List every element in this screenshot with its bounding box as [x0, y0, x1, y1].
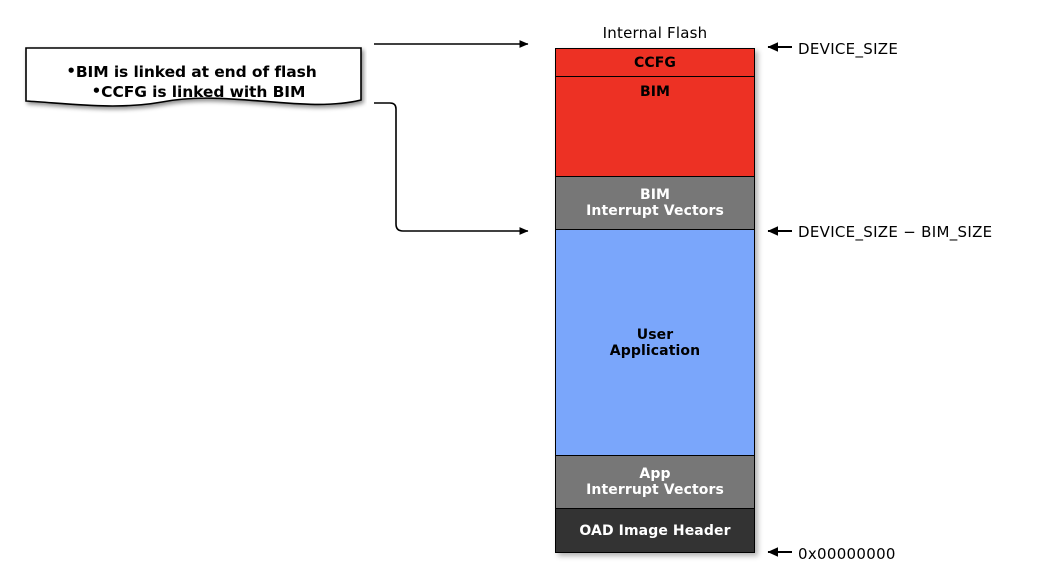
memory-block-bim-iv-line1: BIM: [639, 187, 671, 203]
note-line-1-label: BIM is linked at end of flash: [75, 63, 317, 81]
bullet-icon: •: [91, 82, 102, 100]
memory-block-oad-label: OAD Image Header: [579, 523, 730, 539]
memory-block-bim-line1: BIM: [639, 84, 671, 100]
note-line-2-label: CCFG is linked with BIM: [101, 83, 306, 101]
bullet-icon: •: [66, 62, 76, 80]
internal-flash-memory-map: CCFG BIM BIM Interrupt Vectors User Appl…: [555, 48, 755, 553]
memory-block-user-application: User Application: [555, 229, 755, 456]
memory-block-app-line2: Application: [609, 342, 701, 359]
linker-note-box: •BIM is linked at end of flash •CCFG is …: [25, 47, 362, 107]
note-line-2: •CCFG is linked with BIM: [26, 82, 357, 102]
note-text-block: •BIM is linked at end of flash •CCFG is …: [26, 62, 357, 102]
memory-block-oad-image-header: OAD Image Header: [555, 508, 755, 553]
note-shape: [25, 47, 362, 107]
memory-block-app-iv-label: App Interrupt Vectors: [586, 466, 724, 498]
memory-block-ccfg-label: CCFG: [634, 55, 676, 71]
memory-block-app-label: User Application: [610, 327, 700, 359]
memory-block-app-iv-line2: Interrupt Vectors: [586, 482, 724, 498]
memory-block-oad-line1: OAD Image Header: [579, 522, 731, 539]
annotation-label-device-size: DEVICE_SIZE: [798, 40, 899, 58]
annotation-label-base-address: 0x00000000: [798, 545, 896, 563]
flash-diagram-title: Internal Flash: [602, 24, 708, 42]
memory-block-ccfg-line1: CCFG: [633, 54, 676, 71]
memory-block-bim-iv-line2: Interrupt Vectors: [586, 203, 724, 219]
memory-block-bim-label: BIM: [640, 84, 670, 100]
note-line-1: •BIM is linked at end of flash: [26, 62, 357, 82]
memory-block-bim-iv-label: BIM Interrupt Vectors: [586, 187, 724, 219]
connector-note-to-app-boundary: [374, 102, 529, 235]
memory-block-bim: BIM: [555, 76, 755, 177]
annotation-label-device-size-minus-bim-size: DEVICE_SIZE − BIM_SIZE: [798, 223, 993, 241]
memory-block-app-iv-line1: App: [639, 466, 671, 482]
memory-block-app-line1: User: [636, 326, 674, 343]
memory-block-bim-interrupt-vectors: BIM Interrupt Vectors: [555, 176, 755, 230]
memory-block-ccfg: CCFG: [555, 48, 755, 77]
memory-block-app-interrupt-vectors: App Interrupt Vectors: [555, 455, 755, 509]
